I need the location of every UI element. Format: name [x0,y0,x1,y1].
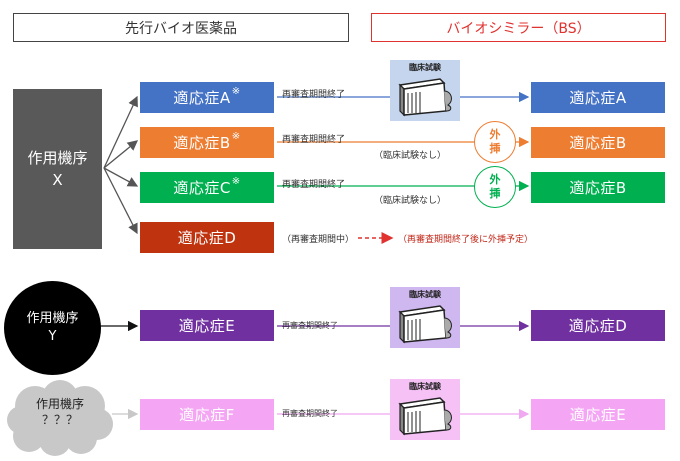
row-f-reexam-label: 再審査期間終了 [282,409,338,418]
mechanism-x-box: 作用機序 X [13,89,102,249]
extrapolation-b-char1: 外 [489,128,501,141]
extrapolation-b-char2: 挿 [489,142,501,155]
clinical-trial-e-title: 臨床試験 [409,290,441,299]
clinical-trial-f: 臨床試験 [390,379,460,440]
biosimilar-header: バイオシミラー（BS） [371,13,666,42]
originator-indication-d: 適応症D [140,222,274,253]
clinical-trial-a: 臨床試験 [390,60,460,121]
clinical-trial-f-title: 臨床試験 [409,382,441,391]
document-stack-icon [398,397,452,436]
clinical-trial-e: 臨床試験 [390,287,460,348]
indication-c-label: 適応症C [173,179,231,197]
biosimilar-indication-a: 適応症A [531,82,665,113]
row-d-planned-label: （再審査期間終了後に外挿予定） [398,235,534,245]
row-b-no-trial-label: （臨床試験なし） [374,151,447,161]
indication-a-mark: ※ [231,86,241,97]
mechanism-x-label: 作用機序 [27,149,88,167]
extrapolation-c-char2: 挿 [489,187,501,200]
indication-e-label: 適応症E [178,317,236,335]
indication-a-label: 適応症A [173,89,231,107]
arrow-x-to-c [103,167,139,187]
row-c-no-trial-label: （臨床試験なし） [374,196,447,206]
mechanism-x-code: X [52,171,63,189]
mechanism-y-circle: 作用機序 Y [4,281,101,375]
originator-indication-f: 適応症F [140,399,274,430]
mechanism-unknown-code: ？？？ [41,413,78,427]
biosimilar-indication-f: 適応症E [531,399,665,430]
row-a-reexam-label: 再審査期間終了 [282,90,346,100]
originator-indication-a: 適応症A※ [140,82,274,113]
biosimilar-indication-e: 適応症D [531,310,665,341]
document-stack-icon [398,78,452,117]
extrapolation-circle-b: 外 挿 [474,121,516,163]
indication-b-label: 適応症B [173,134,231,152]
mechanism-unknown-cloud [7,380,113,456]
extrapolation-circle-c: 外 挿 [474,166,516,208]
mechanism-unknown-text: 作用機序 ？？？ [5,396,115,428]
mechanism-y-label: 作用機序 [26,311,79,326]
arrow-x-to-a [103,95,138,169]
mechanism-y-code: Y [48,329,57,344]
arrow-x-to-d [103,167,138,235]
biosimilar-indication-c: 適応症B [531,172,665,203]
originator-indication-c: 適応症C※ [140,172,274,203]
row-b-reexam-label: 再審査期間終了 [282,135,346,145]
extrapolation-c-char1: 外 [489,173,501,186]
biosimilar-indication-b: 適応症B [531,127,665,158]
row-e-reexam-label: 再審査期間終了 [282,321,338,330]
arrow-x-to-b [103,140,139,169]
originator-indication-b: 適応症B※ [140,127,274,158]
document-stack-icon [398,305,452,344]
indication-d-label: 適応症D [177,229,237,247]
originator-header: 先行バイオ医薬品 [13,13,349,42]
indication-f-label: 適応症F [179,406,235,424]
originator-indication-e: 適応症E [140,310,274,341]
mechanism-unknown-label: 作用機序 [35,397,84,411]
indication-c-mark: ※ [231,176,241,187]
row-c-reexam-label: 再審査期間終了 [282,180,346,190]
row-d-ongoing-label: （再審査期間中） [282,235,355,245]
indication-b-mark: ※ [231,131,241,142]
clinical-trial-a-title: 臨床試験 [409,63,441,72]
